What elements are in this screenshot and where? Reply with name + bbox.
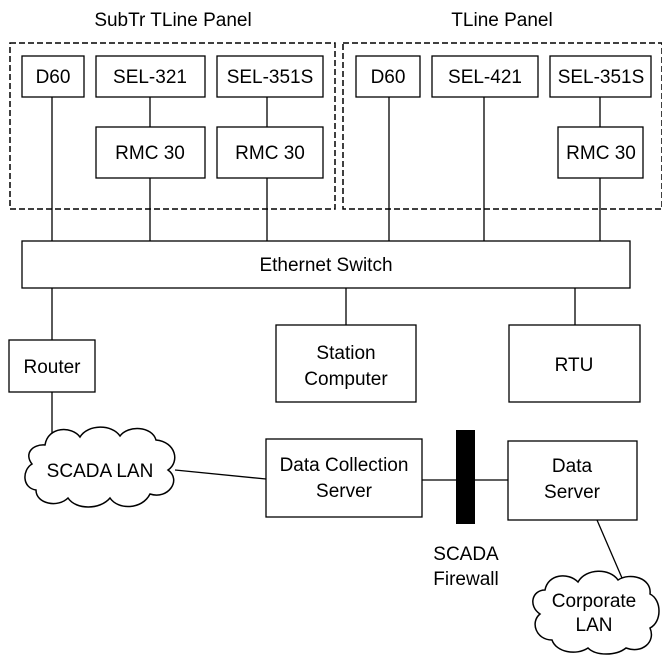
tline-sel421-box xyxy=(431,55,539,98)
subtr-sel351s-box xyxy=(216,55,324,98)
subtr-rmc30-a-label: RMC 30 xyxy=(115,143,185,164)
ethernet-switch-label: Ethernet Switch xyxy=(259,255,392,276)
ethernet-switch-box xyxy=(21,240,631,289)
corporate-lan-cloud xyxy=(532,570,660,655)
data-collection-server-box xyxy=(265,438,423,518)
subtr-rmc30-b-label: RMC 30 xyxy=(235,143,305,164)
data-collection-server-label-line1: Data Collection xyxy=(280,455,409,476)
router-box xyxy=(8,339,96,393)
corporate-lan-label-line1: Corporate xyxy=(552,591,637,612)
scada-firewall-label-line2: Firewall xyxy=(433,569,498,590)
subtr-sel321-label: SEL-321 xyxy=(113,67,187,88)
tline-d60-label: D60 xyxy=(371,67,406,88)
station-computer-label-line1: Station xyxy=(316,343,375,364)
scada-firewall-label-line1: SCADA xyxy=(433,544,499,565)
subtr-sel321-box xyxy=(95,55,206,98)
subtr-tline-panel-title: SubTr TLine Panel xyxy=(94,10,251,31)
corporate-lan-label-line2: LAN xyxy=(576,615,613,636)
rtu-box xyxy=(508,324,641,403)
tline-rmc30-box xyxy=(557,126,644,179)
router-label: Router xyxy=(23,357,81,378)
subtr-d60-label: D60 xyxy=(36,67,71,88)
station-computer-label-line2: Computer xyxy=(304,369,388,390)
subtr-tline-panel-border xyxy=(9,42,336,210)
tline-panel-border xyxy=(342,42,662,210)
data-server-box xyxy=(507,440,638,521)
tline-sel351s-label: SEL-351S xyxy=(558,67,645,88)
rtu-label: RTU xyxy=(555,355,594,376)
subtr-sel351s-label: SEL-351S xyxy=(227,67,314,88)
tline-d60-box xyxy=(355,55,421,98)
subtr-rmc30-b-box xyxy=(216,126,324,179)
subtr-d60-box xyxy=(21,55,85,98)
tline-rmc30-label: RMC 30 xyxy=(566,143,636,164)
station-computer-box xyxy=(275,324,417,403)
tline-sel421-label: SEL-421 xyxy=(448,67,522,88)
tline-sel351s-box xyxy=(549,55,652,98)
scada-lan-cloud xyxy=(24,426,176,508)
tline-panel-title: TLine Panel xyxy=(451,10,552,31)
data-server-label-line2: Server xyxy=(544,482,601,503)
data-collection-server-label-line2: Server xyxy=(316,481,373,502)
scada-lan-label: SCADA LAN xyxy=(47,461,154,482)
scada-firewall-bar xyxy=(456,430,475,524)
connections xyxy=(51,97,623,579)
subtr-rmc30-a-box xyxy=(95,126,206,179)
data-server-label-line1: Data xyxy=(552,456,593,477)
